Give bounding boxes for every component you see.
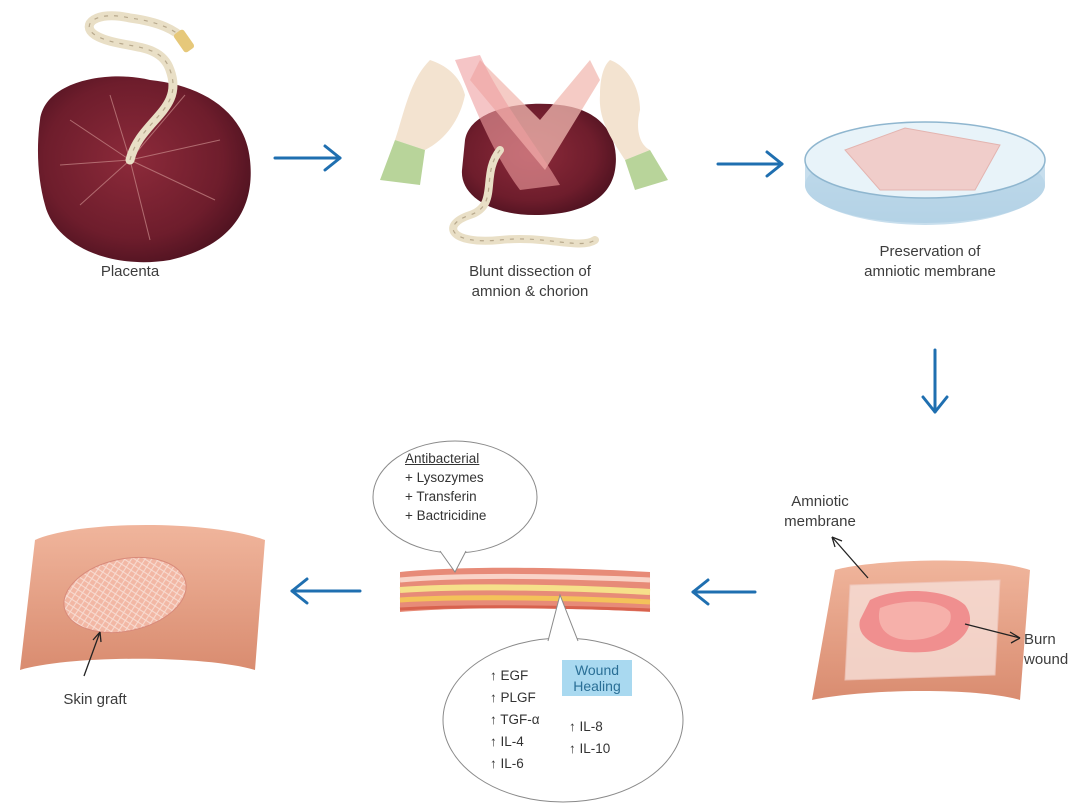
marker-tgf-alpha: ↑ TGF-α (490, 711, 540, 729)
arrow-dissection-to-preservation (718, 152, 782, 176)
label-amniotic-line1: Amniotic (770, 492, 870, 512)
label-blunt-dissection-line1: Blunt dissection of (420, 262, 640, 282)
label-preservation-line1: Preservation of (830, 242, 1030, 262)
marker-egf: ↑ EGF (490, 667, 540, 685)
label-amniotic-membrane: Amniotic membrane (770, 492, 870, 532)
label-blunt-dissection-line2: amnion & chorion (420, 282, 640, 302)
marker-plgf: ↑ PLGF (490, 689, 540, 707)
marker-il-8: ↑ IL-8 (569, 718, 610, 736)
marker-il-4: ↑ IL-4 (490, 733, 540, 751)
antibacterial-heading: Antibacterial (405, 449, 515, 468)
tissue-cross-section (400, 568, 650, 612)
antibacterial-item: + Transferin (405, 487, 515, 506)
label-amniotic-line2: membrane (770, 512, 870, 532)
burn-wound-illustration (812, 561, 1030, 700)
antibacterial-item: + Bactricidine (405, 506, 515, 525)
label-placenta: Placenta (70, 262, 190, 282)
antibacterial-list: Antibacterial + Lysozymes + Transferin +… (405, 449, 515, 525)
marker-il-10: ↑ IL-10 (569, 740, 610, 758)
petri-dish-illustration (805, 122, 1045, 225)
label-burn-line2: wound (1024, 650, 1084, 670)
wound-healing-bubble (443, 595, 683, 802)
wound-healing-badge-line2: Healing (568, 678, 626, 694)
marker-list-right: ↑ IL-8 ↑ IL-10 (569, 718, 610, 758)
label-preservation: Preservation of amniotic membrane (830, 242, 1030, 282)
arrow-healing-to-skin-graft (292, 579, 360, 603)
marker-il-6: ↑ IL-6 (490, 755, 540, 773)
label-preservation-line2: amniotic membrane (830, 262, 1030, 282)
label-burn-line1: Burn (1024, 630, 1084, 650)
placenta-illustration (38, 16, 251, 262)
arrow-application-to-healing (693, 580, 755, 604)
antibacterial-item: + Lysozymes (405, 468, 515, 487)
skin-graft-illustration (20, 525, 265, 670)
dissection-illustration (380, 55, 668, 244)
arrow-preservation-to-application (923, 350, 947, 412)
label-blunt-dissection: Blunt dissection of amnion & chorion (420, 262, 640, 302)
label-burn-wound: Burn wound (1024, 630, 1084, 670)
wound-healing-badge: Wound Healing (562, 660, 632, 696)
arrow-placenta-to-dissection (275, 146, 340, 170)
wound-healing-badge-line1: Wound (568, 662, 626, 678)
label-skin-graft: Skin graft (40, 690, 150, 710)
marker-list-left: ↑ EGF ↑ PLGF ↑ TGF-α ↑ IL-4 ↑ IL-6 (490, 667, 540, 773)
